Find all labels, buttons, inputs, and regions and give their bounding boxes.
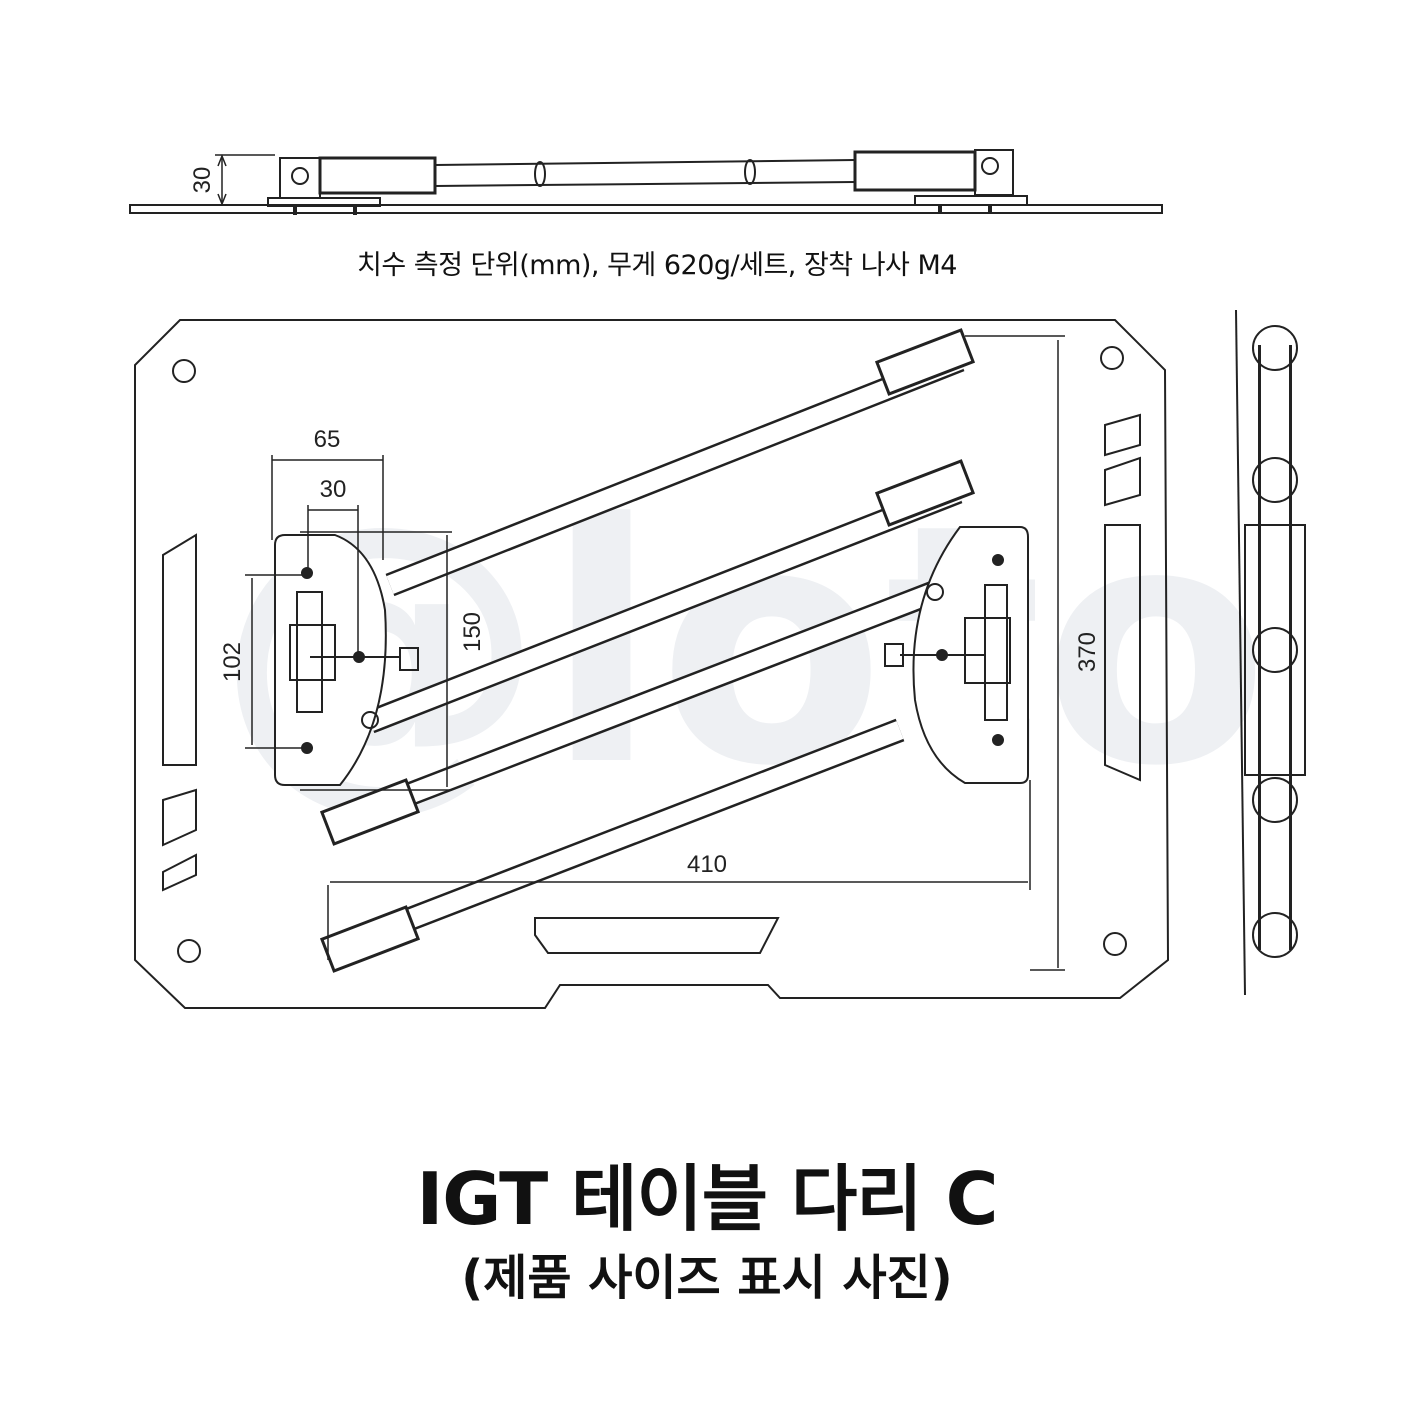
product-title: IGT 테이블 다리 C bbox=[416, 1157, 999, 1241]
leg-rods bbox=[343, 348, 965, 955]
plate-outline bbox=[134, 319, 1170, 1009]
dimension-labels: 30 65 30 102 150 370 410 bbox=[189, 167, 1101, 878]
side-view bbox=[129, 149, 1163, 215]
dim-bracket-width: 65 bbox=[314, 426, 341, 453]
dim-plate-width: 410 bbox=[687, 851, 727, 878]
product-subtitle: (제품 사이즈 표시 사진) bbox=[461, 1250, 953, 1306]
dim-bracket-height: 150 bbox=[459, 612, 486, 652]
dimension-lines bbox=[245, 335, 1065, 971]
dim-side-height: 30 bbox=[189, 167, 216, 194]
spec-caption: 치수 측정 단위(mm), 무게 620g/세트, 장착 나사 M4 bbox=[357, 250, 957, 281]
right-bracket bbox=[884, 526, 1029, 784]
dim-hole-vertical: 102 bbox=[219, 642, 246, 682]
dim-plate-height: 370 bbox=[1074, 632, 1101, 672]
watermark: @loto bbox=[215, 454, 1269, 838]
dim-hole-spacing: 30 bbox=[320, 476, 347, 503]
end-view bbox=[1235, 309, 1306, 996]
